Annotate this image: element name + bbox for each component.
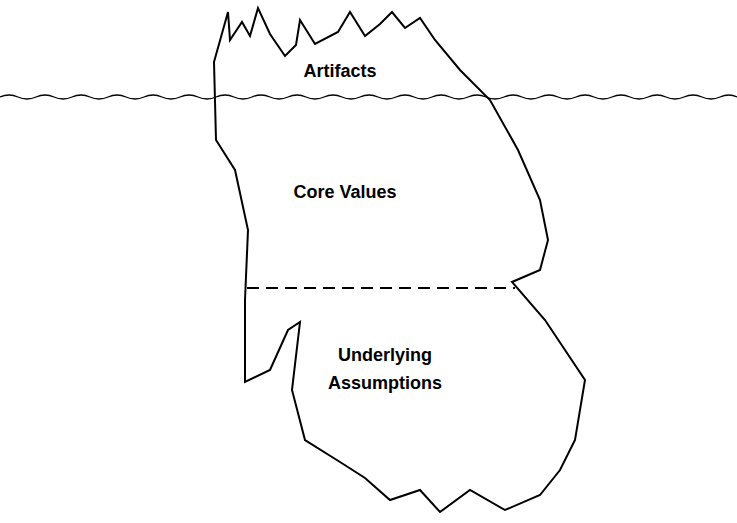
iceberg-outline xyxy=(205,2,595,518)
layer-label: Artifacts xyxy=(260,58,420,86)
iceberg-shape: ArtifactsCore ValuesUnderlying Assumptio… xyxy=(205,2,595,518)
waterline xyxy=(0,95,737,99)
iceberg-outline-path xyxy=(214,8,585,512)
dashed-divider xyxy=(247,287,515,289)
layer-label: Core Values xyxy=(255,179,435,207)
layer-label: Underlying Assumptions xyxy=(315,342,455,398)
